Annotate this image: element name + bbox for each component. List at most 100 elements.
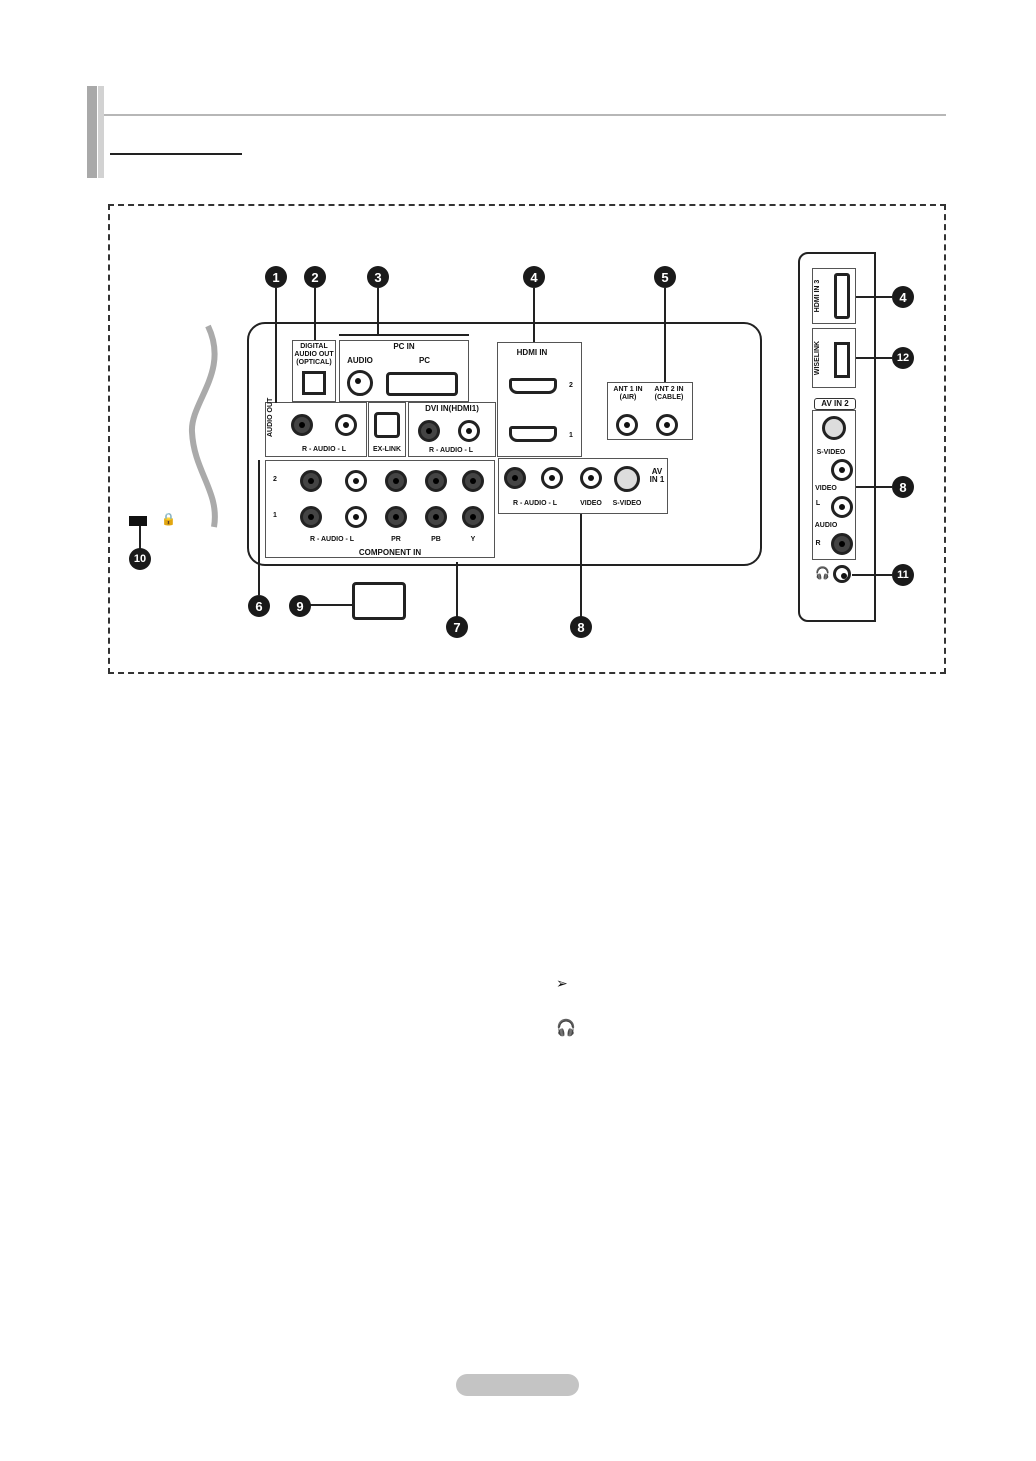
marker-12: 12 (892, 347, 914, 369)
side-r-label: R (815, 540, 821, 547)
headphone-jack (833, 565, 851, 583)
hdmi-1-label: 1 (569, 432, 573, 439)
av1-r-jack (504, 467, 526, 489)
av1-rl-label: R - AUDIO - L (512, 500, 558, 507)
hdmi-in-group (497, 342, 582, 457)
marker-7: 7 (446, 616, 468, 638)
comp-row2-label: 2 (273, 476, 277, 483)
ant2-jack (656, 414, 678, 436)
hdmi-3-port (834, 273, 850, 319)
audio-out-label: AUDIO OUT (267, 397, 274, 437)
side-r-jack (831, 533, 853, 555)
audio-out-rl-label: R - AUDIO - L (301, 446, 347, 453)
page-number-pill (456, 1374, 579, 1396)
comp1-r-jack (300, 506, 322, 528)
marker-9: 9 (289, 595, 311, 617)
leader-12 (856, 357, 892, 359)
wiselink-label: WISELINK (814, 340, 821, 376)
comp2-pb-jack (425, 470, 447, 492)
vga-port (386, 372, 458, 396)
marker-4: 4 (523, 266, 545, 288)
header-bar-light (98, 86, 104, 178)
marker-3: 3 (367, 266, 389, 288)
marker-5: 5 (654, 266, 676, 288)
side-panel (798, 252, 876, 622)
y-label: Y (470, 536, 476, 543)
leader-4 (533, 288, 535, 342)
marker-11: 11 (892, 564, 914, 586)
leader-8b (856, 486, 892, 488)
rear-panel (247, 322, 762, 566)
audio-out-group (265, 402, 367, 457)
audio-out-l-jack (335, 414, 357, 436)
av1-svideo-label: S-VIDEO (612, 500, 642, 507)
leader-5 (664, 288, 666, 382)
comp2-pr-jack (385, 470, 407, 492)
leader-8 (580, 514, 582, 617)
dvi-in-label: DVI IN(HDMI1) (425, 404, 479, 413)
ex-link-group (368, 402, 406, 457)
marker-6: 6 (248, 595, 270, 617)
leader-11 (852, 574, 892, 576)
ex-link-port (374, 412, 400, 438)
av1-video-jack (580, 467, 602, 489)
comp-row1-label: 1 (273, 512, 277, 519)
pc-in-group (339, 340, 469, 402)
side-l-label: L (815, 500, 821, 507)
marker-4b: 4 (892, 286, 914, 308)
marker-10: 10 (129, 548, 151, 570)
header-bar-dark (87, 86, 97, 178)
optical-port (302, 371, 326, 395)
header-underline (110, 153, 242, 155)
headphone-icon: 🎧 (815, 566, 830, 580)
optical-label: DIGITAL AUDIO OUT (OPTICAL) (294, 343, 334, 366)
leader-1 (275, 288, 277, 403)
ant1-label: ANT 1 IN (AIR) (613, 386, 643, 401)
pc-audio-label: AUDIO (347, 356, 373, 365)
side-svideo-port (822, 416, 846, 440)
optical-group (292, 340, 336, 402)
hdmi-port-2 (509, 378, 557, 394)
side-svideo-label: S-VIDEO (816, 449, 846, 456)
comp2-y-jack (462, 470, 484, 492)
comp1-y-jack (462, 506, 484, 528)
cut-wave (188, 324, 218, 528)
kensington-slot (129, 516, 147, 526)
marker-1: 1 (265, 266, 287, 288)
side-video-label: VIDEO (815, 485, 837, 492)
pb-label: PB (431, 536, 441, 543)
ant2-label: ANT 2 IN (CABLE) (654, 386, 684, 401)
av-in-1-group (498, 458, 668, 514)
audio-out-r-jack (291, 414, 313, 436)
leader-4b (856, 296, 892, 298)
hdmi-2-label: 2 (569, 382, 573, 389)
dvi-r-jack (418, 420, 440, 442)
pr-label: PR (391, 536, 401, 543)
pc-label: PC (418, 356, 431, 365)
av-in-2-label: AV IN 2 (814, 398, 856, 410)
av1-video-label: VIDEO (580, 500, 602, 507)
marker-2: 2 (304, 266, 326, 288)
dvi-in-group (408, 402, 496, 457)
marker-8: 8 (570, 616, 592, 638)
diagram-frame (108, 204, 946, 674)
marker-8b: 8 (892, 476, 914, 498)
dvi-rl-label: R - AUDIO - L (428, 447, 474, 454)
comp-rl-label: R - AUDIO - L (309, 536, 355, 543)
av1-svideo-port (614, 466, 640, 492)
comp2-r-jack (300, 470, 322, 492)
leader-10 (139, 526, 141, 550)
hdmi-port-1 (509, 426, 557, 442)
leader-2 (314, 288, 316, 340)
arrow-right-icon: ➢ (556, 975, 568, 991)
comp1-l-jack (345, 506, 367, 528)
leader-7 (456, 562, 458, 617)
headphone-icon: 🎧 (556, 1020, 576, 1037)
kensington-lock-icon: 🔒 (161, 512, 176, 526)
ex-link-label: EX-LINK (373, 446, 401, 453)
comp1-pr-jack (385, 506, 407, 528)
component-in-label: COMPONENT IN (358, 548, 422, 557)
leader-9 (310, 604, 352, 606)
antenna-group (607, 382, 693, 440)
av-in-2-group (812, 410, 856, 560)
